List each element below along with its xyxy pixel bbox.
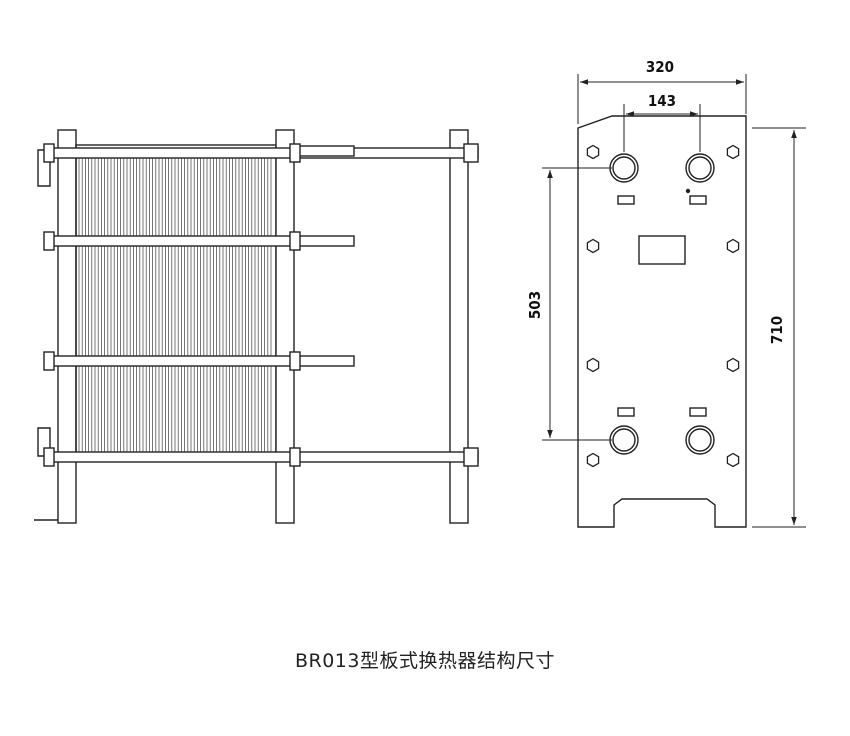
dim-overall-width: 320 bbox=[646, 58, 674, 76]
nut bbox=[463, 447, 479, 467]
tightening-bolt bbox=[47, 355, 355, 367]
port-lower-right-inner bbox=[688, 428, 712, 452]
fixed-frame-plate bbox=[57, 129, 77, 524]
drawing-caption: BR013型板式换热器结构尺寸 bbox=[294, 650, 555, 672]
slot bbox=[617, 407, 635, 417]
nut bbox=[289, 351, 301, 371]
plate-pack bbox=[75, 144, 277, 456]
side-view bbox=[34, 129, 479, 524]
bolt-holes bbox=[586, 144, 740, 468]
tightening-bolt bbox=[293, 145, 355, 157]
port-lower-right bbox=[685, 425, 715, 455]
nut bbox=[43, 447, 55, 467]
nut bbox=[289, 447, 301, 467]
port-upper-left bbox=[609, 153, 639, 183]
nut bbox=[43, 231, 55, 251]
dimensions bbox=[542, 74, 806, 528]
slot bbox=[689, 195, 707, 205]
frame-plate-outline bbox=[577, 115, 747, 528]
port-upper-left-inner bbox=[612, 156, 636, 180]
bolt-hole bbox=[586, 452, 600, 468]
pressure-plate bbox=[275, 129, 295, 524]
front-view bbox=[577, 115, 747, 528]
port-upper-right-inner bbox=[688, 156, 712, 180]
bottom-guide-bar bbox=[47, 451, 479, 463]
bolt-hole bbox=[726, 357, 740, 373]
port-upper-right bbox=[685, 153, 715, 183]
dim-port-spacing: 143 bbox=[648, 92, 676, 110]
tightening-bolt bbox=[47, 235, 355, 247]
bolt-hole bbox=[586, 144, 600, 160]
dim-overall-height: 710 bbox=[768, 316, 786, 344]
port-lower-left bbox=[609, 425, 639, 455]
nut bbox=[289, 231, 301, 251]
nut bbox=[43, 351, 55, 371]
bolt-nuts bbox=[43, 143, 479, 467]
plate-pack-lines bbox=[78, 158, 272, 452]
slot bbox=[689, 407, 707, 417]
bolt-hole bbox=[726, 144, 740, 160]
bolt-hole bbox=[726, 452, 740, 468]
bolt-hole bbox=[586, 357, 600, 373]
nut bbox=[463, 143, 479, 163]
dim-port-vertical-spacing: 503 bbox=[526, 291, 544, 319]
nut bbox=[289, 143, 301, 163]
top-guide-bar bbox=[47, 147, 479, 159]
bolt-hole bbox=[586, 238, 600, 254]
nut bbox=[43, 143, 55, 163]
bolt-hole bbox=[726, 238, 740, 254]
slot bbox=[617, 195, 635, 205]
support-column bbox=[449, 129, 469, 524]
port-lower-left-inner bbox=[612, 428, 636, 452]
nameplate bbox=[638, 235, 686, 265]
marker-dot bbox=[685, 188, 691, 194]
